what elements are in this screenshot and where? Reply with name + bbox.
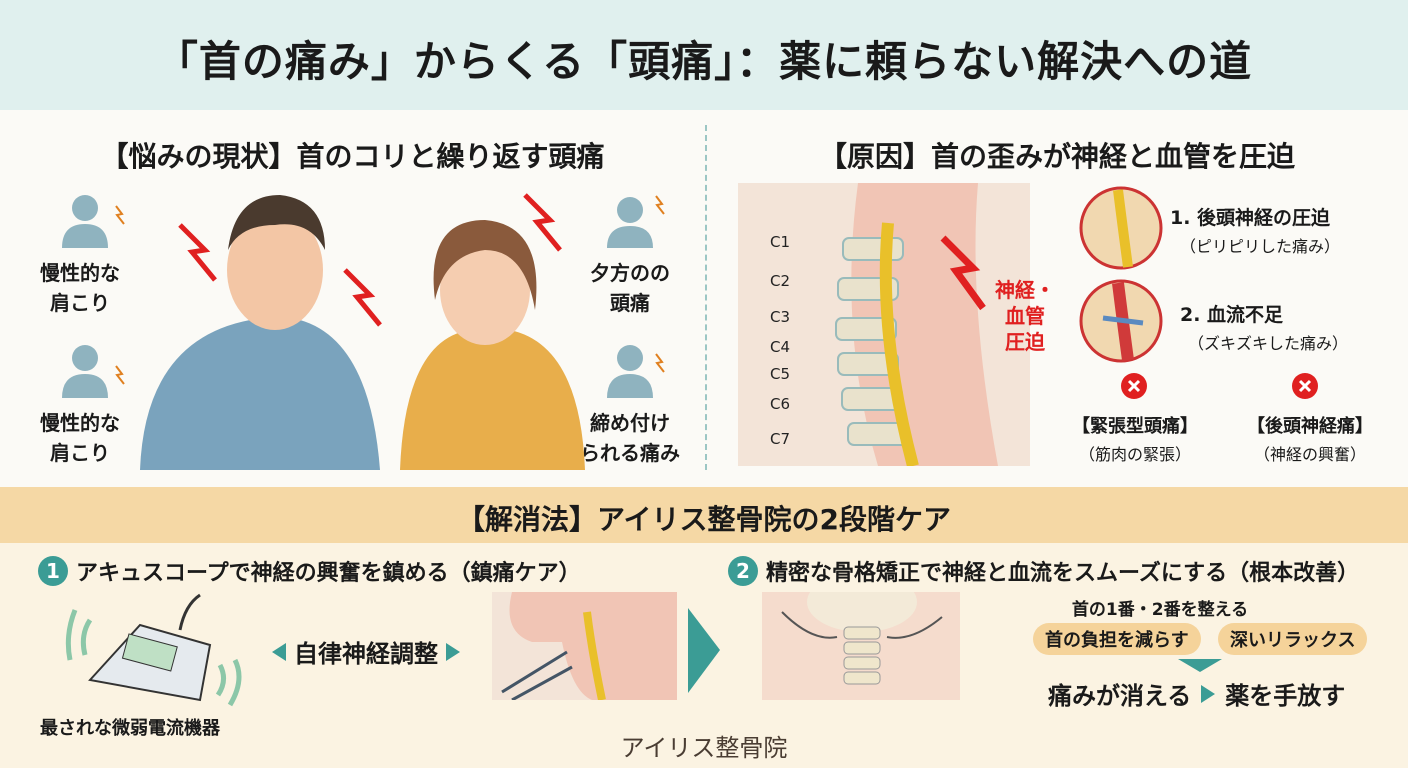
microcurrent-device-illustration <box>65 593 242 707</box>
shoulder-pain-icon <box>62 345 125 398</box>
shoulder-pain-icon <box>62 195 125 248</box>
cause-point-sub: （ピリピリした痛み） <box>1180 237 1341 256</box>
arrow-right-icon <box>1201 684 1216 703</box>
vertebra-label: C7 <box>770 430 791 448</box>
result-pain-gone: 痛みが消える <box>1048 682 1192 710</box>
nerve-compression-closeup <box>1079 186 1163 270</box>
vertebra-label: C3 <box>770 308 791 326</box>
vertebra-label: C6 <box>770 395 791 413</box>
result-sub: （筋肉の緊張） <box>1078 445 1191 464</box>
x-icon <box>1121 373 1147 399</box>
skeletal-adjustment-illustration <box>762 592 960 700</box>
symptom-label: 慢性的な肩こり <box>40 261 120 315</box>
next-step-chevron-icon <box>688 608 720 693</box>
blood-flow-closeup <box>1079 279 1163 363</box>
step-number-badge: 2 <box>728 556 758 586</box>
cause-point-title: 1. 後頭神経の圧迫 <box>1170 207 1331 229</box>
people-in-pain-illustration <box>140 193 585 470</box>
vertebra-label: C1 <box>770 233 791 251</box>
autonomic-adjustment-text: 自律神経調整 <box>294 640 438 668</box>
benefit-pill: 深いリラックス <box>1218 623 1368 655</box>
symptom-label: 締め付けられる痛み <box>580 411 680 465</box>
x-icon <box>1292 373 1318 399</box>
solution-heading: 【解消法】アイリス整骨院の2段階ケア <box>456 503 952 536</box>
step-2-subtitle: 首の1番・2番を整える <box>1071 600 1249 620</box>
vertebra-label: C5 <box>770 365 791 383</box>
vertebra-label: C4 <box>770 338 791 356</box>
clinic-name-footer: アイリス整骨院 <box>620 734 788 762</box>
vertebra-label: C2 <box>770 272 791 290</box>
step-2-header: 2 精密な骨格矯正で神経と血流をスムーズにする（根本改善） <box>728 555 1359 587</box>
result-title: 【後頭神経痛】 <box>1247 416 1373 437</box>
step-number-badge: 1 <box>38 556 68 586</box>
section-divider <box>705 125 707 470</box>
page-title: 「首の痛み」からくる「頭痛」：薬に頼らない解決への道 <box>155 37 1253 86</box>
symptom-label: 慢性的な肩こり <box>40 411 120 465</box>
acuscope-treatment-illustration <box>492 592 677 700</box>
cause-point-title: 2. 血流不足 <box>1180 304 1284 326</box>
cervical-spine-illustration <box>738 183 1030 466</box>
solution-banner <box>0 487 1408 543</box>
arrow-left-icon <box>272 642 286 661</box>
cause-point-sub: （ズキズキした痛み） <box>1188 334 1349 353</box>
benefit-pill: 首の負担を減らす <box>1033 623 1201 655</box>
current-state-heading: 【悩みの現状】首のコリと繰り返す頭痛 <box>100 140 605 173</box>
result-flow: 痛みが消える 薬を手放す <box>1048 676 1345 711</box>
down-arrow-icon <box>1178 659 1222 672</box>
symptom-label: 夕方のの頭痛 <box>590 261 670 315</box>
device-caption: 最されな微弱電流機器 <box>40 718 220 739</box>
headache-icon <box>607 195 665 248</box>
result-sub: （神経の興奮） <box>1253 445 1366 464</box>
arrow-right-icon <box>446 642 460 661</box>
compression-label: 神経・血管圧迫 <box>995 278 1055 354</box>
result-stop-medication: 薬を手放す <box>1225 682 1346 710</box>
cause-heading: 【原因】首の歪みが神経と血管を圧迫 <box>818 140 1295 173</box>
autonomic-adjustment-label: 自律神経調整 <box>272 634 460 669</box>
step-2-title: 精密な骨格矯正で神経と血流をスムーズにする（根本改善） <box>766 561 1360 586</box>
title-banner <box>0 0 1408 110</box>
tension-pain-icon <box>607 345 665 398</box>
step-1-header: 1 アキュスコープで神経の興奮を鎮める（鎮痛ケア） <box>38 555 581 587</box>
step-1-title: アキュスコープで神経の興奮を鎮める（鎮痛ケア） <box>76 561 581 586</box>
result-title: 【緊張型頭痛】 <box>1072 416 1198 437</box>
